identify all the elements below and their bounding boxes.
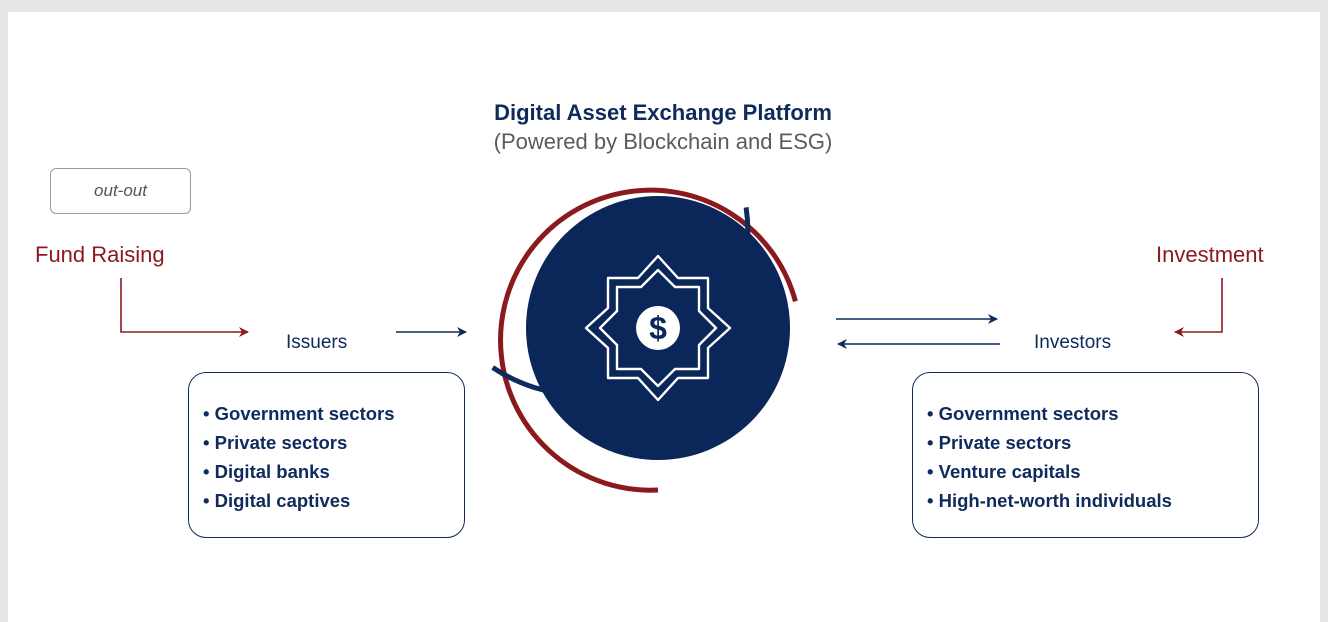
fund-raising-arrow bbox=[120, 278, 249, 337]
issuers-list-box: Government sectors Private sectors Digit… bbox=[188, 372, 465, 538]
investment-arrow bbox=[1174, 278, 1223, 337]
maroon-ring-arc bbox=[498, 187, 798, 493]
investment-label: Investment bbox=[1156, 242, 1264, 267]
issuers-list: Government sectors Private sectors Digit… bbox=[189, 373, 464, 515]
diagram-canvas: $ Digital Asset Exchange Platform (Power… bbox=[8, 12, 1320, 622]
list-item: Government sectors bbox=[203, 399, 464, 428]
diagram-subtitle: (Powered by Blockchain and ESG) bbox=[493, 129, 833, 154]
out-out-tag-label: out-out bbox=[94, 181, 147, 200]
diagram-graphics bbox=[120, 187, 1223, 493]
list-item: High-net-worth individuals bbox=[927, 486, 1258, 515]
investors-list-box: Government sectors Private sectors Ventu… bbox=[912, 372, 1259, 538]
issuers-label: Issuers bbox=[286, 332, 348, 353]
list-item: Venture capitals bbox=[927, 457, 1258, 486]
list-item: Private sectors bbox=[203, 428, 464, 457]
investors-label: Investors bbox=[1034, 332, 1112, 353]
fund-raising-label: Fund Raising bbox=[35, 242, 165, 267]
list-item: Digital banks bbox=[203, 457, 464, 486]
list-item: Private sectors bbox=[927, 428, 1258, 457]
investors-list: Government sectors Private sectors Ventu… bbox=[913, 373, 1258, 515]
diagram-title: Digital Asset Exchange Platform bbox=[494, 100, 832, 125]
list-item: Government sectors bbox=[927, 399, 1258, 428]
out-out-tag: out-out bbox=[50, 168, 191, 214]
dollar-symbol: $ bbox=[649, 309, 667, 346]
list-item: Digital captives bbox=[203, 486, 464, 515]
dollar-star-icon bbox=[584, 254, 732, 402]
